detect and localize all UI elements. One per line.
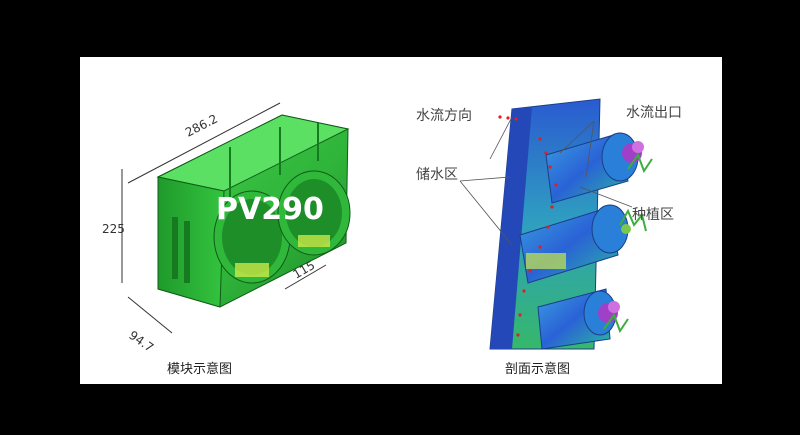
dim-height-label: 225 [102, 222, 125, 236]
label-outlet: 水流出口 [626, 105, 682, 121]
leader-storage [459, 176, 511, 182]
front-slot [172, 217, 178, 279]
pot-left [213, 190, 291, 284]
module-view: 286.2 225 94.7 115 PV290 模块示意图 [102, 102, 351, 377]
plant-middle [619, 208, 647, 234]
flower-upper [622, 141, 653, 174]
module-title: PV290 [216, 192, 324, 227]
module-caption: 模块示意图 [167, 361, 232, 377]
leader-outlet [585, 120, 595, 178]
front-slot [184, 221, 190, 283]
section-back-stripe [490, 107, 532, 349]
dim-width-label: 286.2 [183, 112, 220, 140]
diagram-panel: 286.2 225 94.7 115 PV290 模块示意图 [80, 57, 722, 384]
section-caption: 剖面示意图 [505, 361, 570, 377]
section-pot-middle [519, 204, 629, 284]
leader-planting [579, 186, 633, 208]
flow-dots [498, 115, 558, 337]
dim-depth-label: 94.7 [126, 328, 156, 355]
dim-pot-line [284, 264, 327, 290]
leader-storage [459, 180, 513, 246]
leader-outlet [559, 120, 595, 154]
diagram-canvas: 286.2 225 94.7 115 PV290 模块示意图 [102, 98, 682, 377]
dim-width-line [127, 102, 281, 184]
label-planting: 种植区 [632, 207, 674, 223]
pot-right [277, 170, 351, 256]
section-view: 水流方向 水流出口 储水区 种植区 剖面示意图 [416, 98, 682, 377]
label-storage: 储水区 [416, 167, 458, 183]
flower-lower [598, 301, 629, 334]
leader-flow [489, 116, 513, 160]
label-flow-direction: 水流方向 [416, 108, 472, 124]
dim-depth-line [127, 296, 173, 334]
